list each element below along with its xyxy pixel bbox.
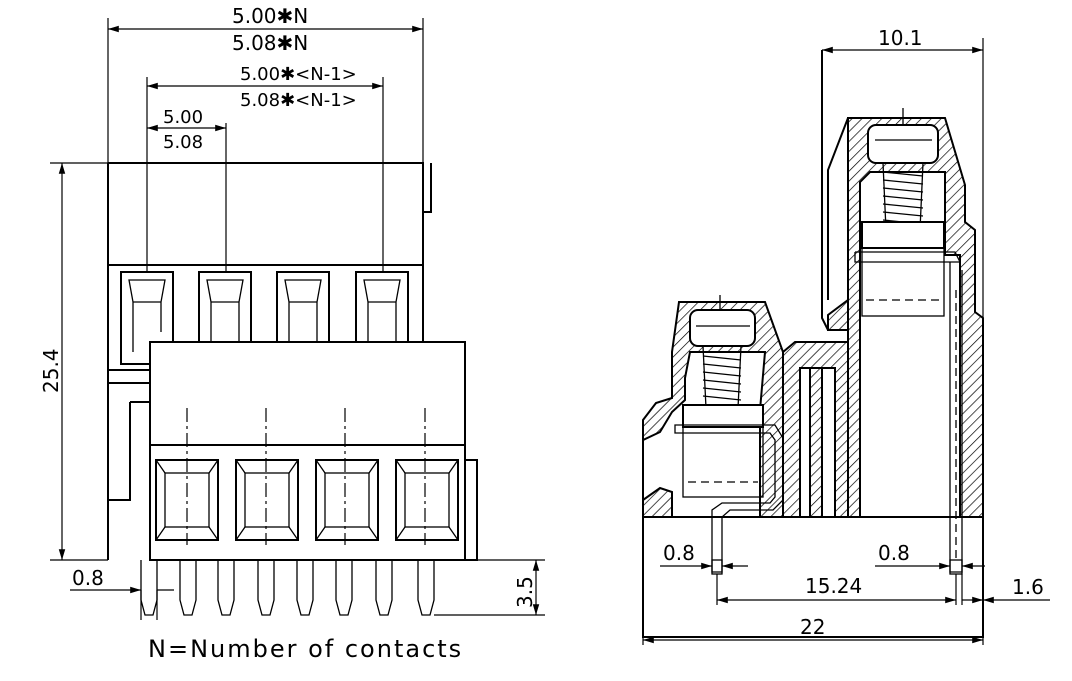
dim-pitch-bottom: 5.08 [163,132,203,153]
dim-pin-left-label: 0.8 [663,541,695,565]
side-housing-left-outer [642,301,784,518]
dim-pin-right-label: 0.8 [878,541,910,565]
dim-pitch: 5.00 5.08 [147,107,227,272]
side-screw-left [674,295,784,573]
dim-pitch-top: 5.00 [163,107,203,128]
dim-depth: 10.1 [822,26,984,318]
dim-pin-left: 0.8 [660,541,748,570]
dim-row-spacing: 15.24 [716,574,957,605]
side-pin-right [949,262,963,573]
front-view: 5.00✱N 5.08✱N 5.00✱<N-1> 5.08✱<N-1> 5.00… [39,4,545,663]
side-housing-middle [782,341,849,518]
dim-offset: 1.6 [961,574,1050,605]
dim-pin-length-label: 3.5 [513,576,537,608]
dim-row-spacing-label: 15.24 [805,574,862,598]
dim-pitch-total: 5.00✱N 5.08✱N [107,4,424,163]
side-housing-right [827,117,984,518]
front-upper-body [108,162,432,342]
dim-total-width-label: 22 [800,615,825,639]
dim-height-label: 25.4 [39,348,63,393]
front-center-lines [186,408,426,545]
side-housing-left-lower [642,486,673,518]
dim-depth-label: 10.1 [878,26,923,50]
dim-pin-width: 0.8 [70,566,174,620]
dim-offset-label: 1.6 [1012,575,1044,599]
side-housing-middle-rib [809,367,823,518]
dim-pitch-n1-top: 5.00✱<N-1> [240,64,357,85]
dim-pin-length: 3.5 [434,559,545,616]
dim-pin-right: 0.8 [875,541,985,570]
side-view: 10.1 0.8 0.8 15.24 1.6 [642,26,1050,645]
dim-pitch-total-top: 5.00✱N [232,4,308,28]
dim-height: 25.4 [39,162,108,561]
dim-pitch-n1: 5.00✱<N-1> 5.08✱<N-1> [146,64,384,272]
front-wire-entries [155,459,459,541]
caption-number-of-contacts: N=Number of contacts [148,635,463,663]
front-lower-body [149,341,466,561]
side-screw-right [854,108,961,317]
dim-pin-width-label: 0.8 [72,566,104,590]
front-pins [140,560,435,616]
dim-pitch-total-bottom: 5.08✱N [232,31,308,55]
dim-total-width: 22 [642,615,984,645]
dim-pitch-n1-bottom: 5.08✱<N-1> [240,90,357,111]
